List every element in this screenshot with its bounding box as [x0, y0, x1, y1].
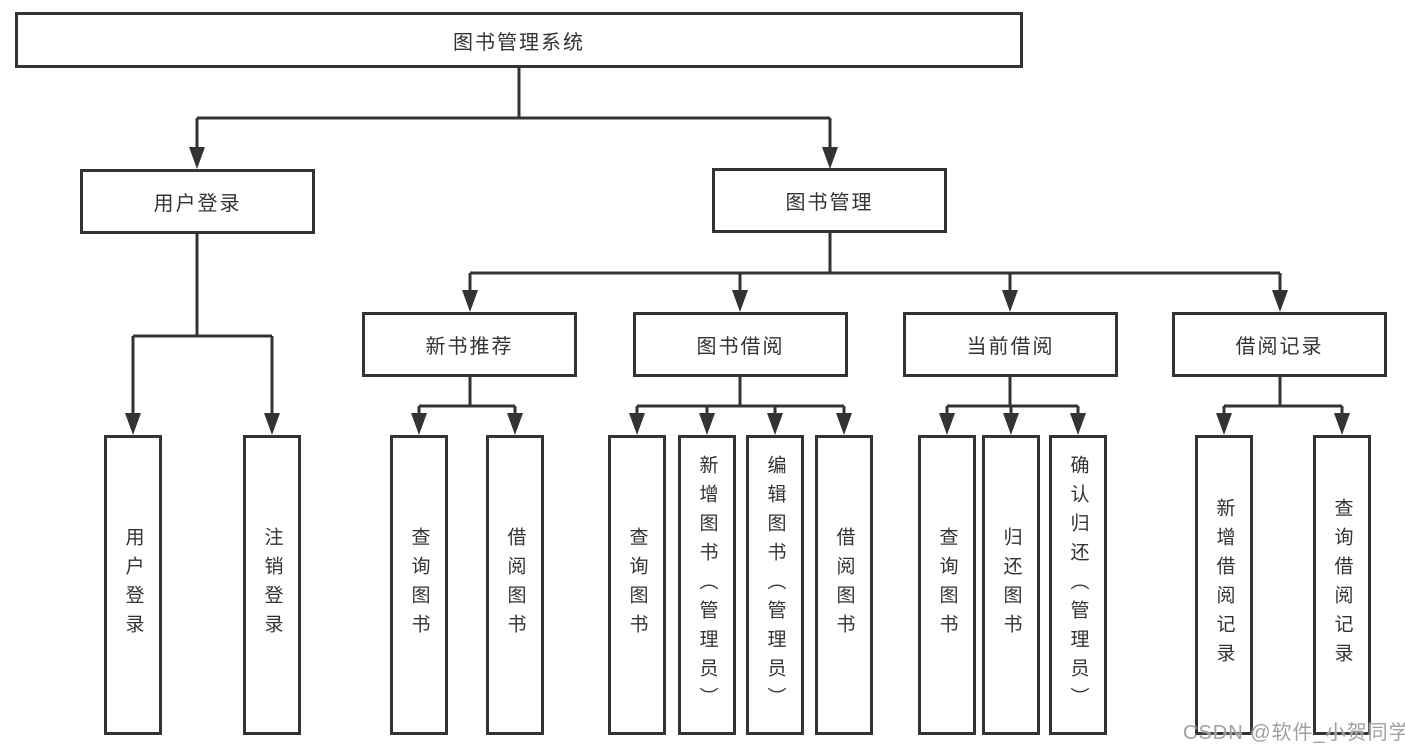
- csdn-watermark: CSDN @软件_小贺同学: [1183, 722, 1405, 744]
- leaf-query-books-current: 查询图书: [918, 435, 976, 735]
- node-borrowing-records: 借阅记录: [1172, 312, 1387, 377]
- leaf-logout: 注销登录: [243, 435, 301, 735]
- connector-path: [131, 68, 1344, 416]
- node-label: 确认归还（管理员）: [1067, 454, 1089, 716]
- leaf-confirm-return-admin: 确认归还（管理员）: [1049, 435, 1107, 735]
- node-user-login: 用户登录: [80, 169, 315, 234]
- node-book-borrowing: 图书借阅: [633, 312, 848, 377]
- leaf-user-login: 用户登录: [104, 435, 162, 735]
- arrowheads: [125, 147, 1350, 435]
- node-label: 图书管理系统: [453, 31, 585, 54]
- node-label: 查询图书: [936, 527, 958, 643]
- node-label: 归还图书: [1000, 527, 1022, 643]
- leaf-borrow-books: 借阅图书: [815, 435, 873, 735]
- node-label: 用户登录: [153, 193, 242, 215]
- leaf-add-borrow-record: 新增借阅记录: [1195, 435, 1253, 735]
- leaf-borrow-books-recommend: 借阅图书: [486, 435, 544, 735]
- leaf-add-books-admin: 新增图书（管理员）: [678, 435, 736, 735]
- node-label: 当前借阅: [966, 336, 1055, 358]
- node-label: 图书管理: [785, 192, 874, 214]
- node-book-management: 图书管理: [712, 168, 947, 233]
- node-label: 借阅记录: [1235, 336, 1324, 358]
- node-label: 借阅图书: [833, 527, 855, 643]
- node-system-root: 图书管理系统: [15, 12, 1023, 68]
- leaf-return-books: 归还图书: [982, 435, 1040, 735]
- node-label: 借阅图书: [504, 527, 526, 643]
- leaf-query-books-recommend: 查询图书: [390, 435, 448, 735]
- node-label: 图书借阅: [696, 336, 785, 358]
- node-new-book-recommend: 新书推荐: [362, 312, 577, 377]
- node-label: 用户登录: [122, 527, 144, 643]
- leaf-edit-books-admin: 编辑图书（管理员）: [746, 435, 804, 735]
- node-label: 新增图书（管理员）: [696, 454, 718, 716]
- node-label: 新书推荐: [425, 336, 514, 358]
- leaf-query-books-borrow: 查询图书: [608, 435, 666, 735]
- node-label: 查询借阅记录: [1331, 498, 1353, 672]
- node-label: 编辑图书（管理员）: [764, 454, 786, 716]
- node-current-borrowing: 当前借阅: [903, 312, 1118, 377]
- node-label: 新增借阅记录: [1213, 498, 1235, 672]
- node-label: 查询图书: [408, 527, 430, 643]
- node-label: 查询图书: [626, 527, 648, 643]
- node-label: 注销登录: [261, 527, 283, 643]
- leaf-query-borrow-record: 查询借阅记录: [1313, 435, 1371, 735]
